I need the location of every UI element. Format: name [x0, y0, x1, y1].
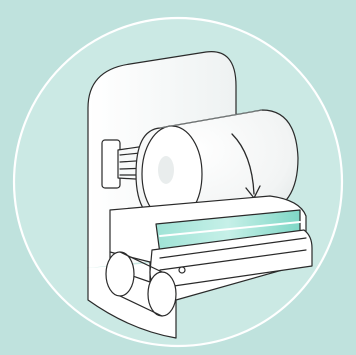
knob-icon [179, 267, 185, 273]
